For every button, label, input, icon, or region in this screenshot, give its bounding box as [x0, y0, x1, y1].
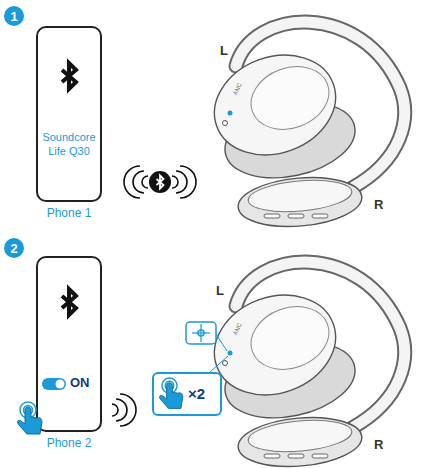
signal-wave	[133, 171, 144, 193]
signal-wave	[172, 176, 178, 188]
phone-outline	[36, 256, 102, 432]
side-label: R	[374, 198, 383, 211]
headphones	[200, 262, 404, 469]
phone-label: Phone 1	[36, 206, 102, 221]
tap-icon	[158, 375, 188, 415]
tap-callout: ×2	[152, 372, 222, 416]
bluetooth-icon	[62, 289, 76, 315]
bluetooth-icon	[62, 63, 76, 89]
button-callout	[186, 322, 216, 344]
side-label: R	[374, 438, 383, 451]
step-number: 1	[4, 6, 24, 26]
signal-wave	[120, 394, 136, 426]
signal-wave	[180, 166, 196, 198]
signal-wave	[176, 171, 187, 193]
toggle-label: ON	[70, 375, 90, 391]
phone-label: Phone 2	[36, 436, 102, 451]
device-name: Soundcore Life Q30	[36, 131, 102, 159]
phone: ON Phone 2	[36, 256, 102, 452]
tap-count: ×2	[188, 386, 205, 401]
signal-wave	[112, 404, 118, 416]
leader-line	[216, 334, 227, 351]
signal-wave	[124, 166, 140, 198]
side-label: L	[216, 284, 224, 297]
tap-hand	[18, 402, 42, 434]
toggle-switch	[42, 378, 66, 390]
tap-hand	[160, 378, 183, 408]
step-number-text: 2	[10, 242, 17, 255]
signal-wave	[142, 176, 148, 188]
phone: Soundcore Life Q30Phone 1	[36, 26, 102, 222]
bluetooth-badge	[149, 171, 171, 193]
step-number: 2	[4, 238, 24, 258]
leader-line	[210, 356, 228, 372]
step-number-text: 1	[10, 10, 17, 23]
signal-wave	[116, 399, 127, 421]
side-label: L	[220, 44, 228, 57]
headphones	[200, 22, 404, 231]
phone-outline	[36, 26, 102, 202]
